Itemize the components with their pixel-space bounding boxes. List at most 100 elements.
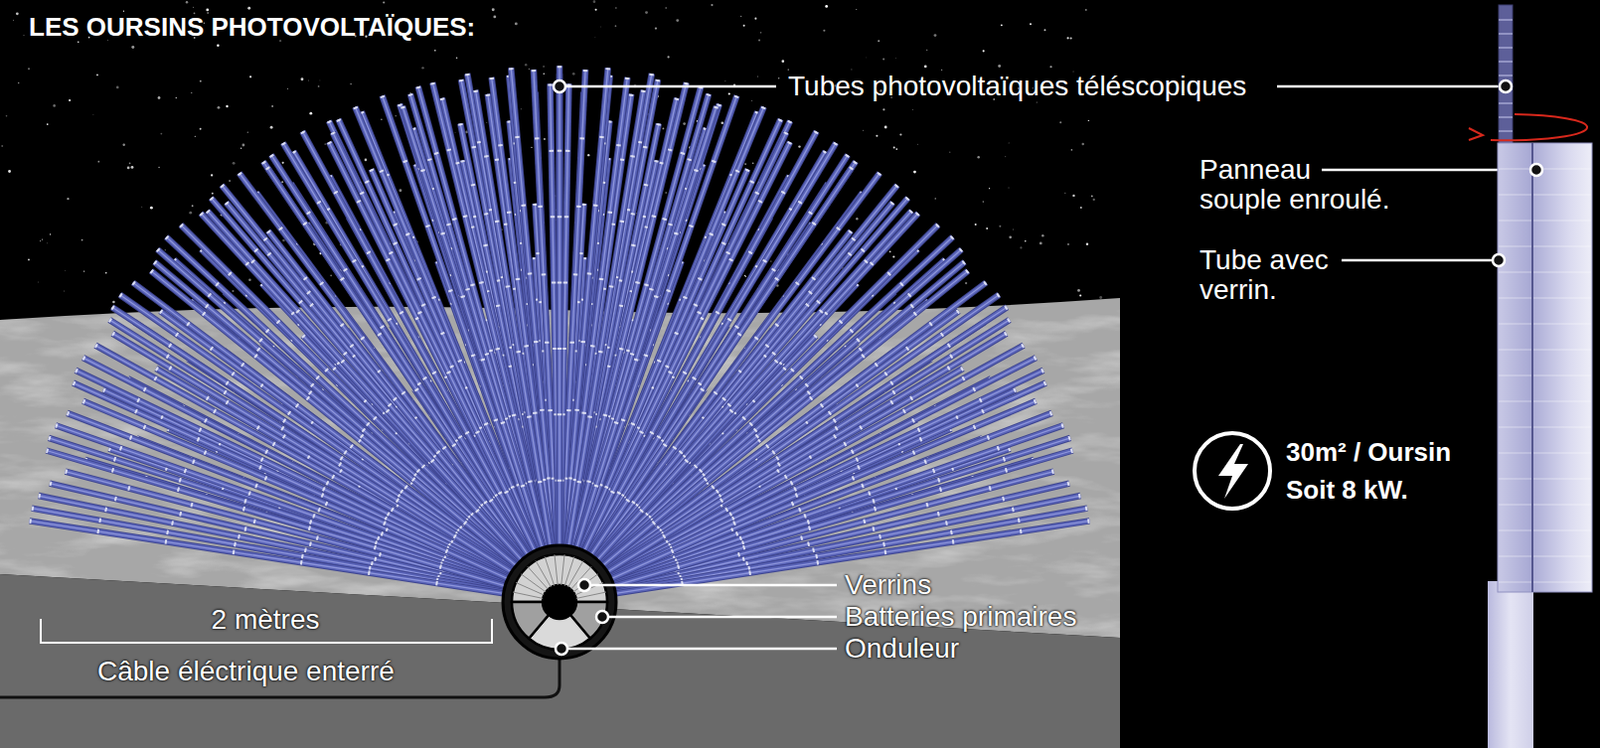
- tube-segment-line: [1498, 47, 1513, 49]
- star: [225, 105, 228, 108]
- pv-tube: [591, 167, 852, 556]
- star: [1067, 243, 1070, 246]
- star: [740, 15, 742, 17]
- star: [131, 45, 135, 49]
- star: [997, 64, 1001, 68]
- tube-highlight: [476, 90, 551, 547]
- leader-lines: [559, 86, 1531, 649]
- star: [594, 36, 597, 39]
- star: [850, 68, 852, 70]
- tube-edge: [591, 167, 852, 556]
- power-figure: Soit 8 kW.: [1285, 476, 1409, 505]
- panel-cell-line: [1498, 582, 1592, 584]
- star: [188, 211, 192, 215]
- star: [63, 290, 66, 293]
- tube-highlight: [73, 383, 508, 580]
- star: [1085, 8, 1088, 11]
- pv-tube: [568, 90, 643, 547]
- star: [282, 239, 285, 242]
- star: [1029, 22, 1032, 25]
- tube-highlight: [558, 65, 560, 546]
- star: [899, 133, 902, 136]
- leader-dot: [1530, 163, 1543, 176]
- star: [644, 10, 648, 14]
- star: [271, 105, 274, 108]
- tube-ring: [591, 167, 852, 556]
- tube-ring: [557, 83, 563, 546]
- panel-cell-line: [1498, 194, 1592, 196]
- star: [398, 188, 402, 192]
- star: [191, 204, 194, 207]
- star: [12, 18, 15, 21]
- star: [758, 38, 761, 41]
- dimension-label: 2 mètres: [116, 605, 415, 637]
- panel-cell-line: [1498, 323, 1592, 325]
- tube-body: [402, 106, 543, 548]
- star: [682, 122, 686, 126]
- star: [1024, 240, 1027, 243]
- star: [194, 136, 196, 138]
- tube-body: [29, 520, 504, 594]
- star: [158, 96, 161, 100]
- lower-tube: [1487, 581, 1534, 748]
- star: [36, 281, 39, 284]
- callout-label: Verrins: [844, 570, 932, 602]
- tube-ring: [207, 210, 522, 560]
- star: [988, 187, 990, 189]
- ground-section: [0, 574, 1120, 748]
- tube-body: [207, 210, 522, 560]
- star: [1004, 156, 1006, 158]
- star: [1039, 241, 1043, 245]
- hub-core: [542, 585, 577, 620]
- star: [524, 63, 527, 66]
- star: [456, 56, 459, 59]
- star: [105, 272, 108, 275]
- star: [1008, 236, 1012, 240]
- star: [615, 6, 618, 9]
- star: [216, 44, 220, 48]
- tube-ring: [402, 106, 543, 548]
- tube-highlight: [207, 210, 522, 560]
- tube-body: [476, 90, 551, 547]
- leader-dot: [553, 80, 566, 93]
- star: [92, 113, 95, 116]
- panel-grid: [1498, 168, 1592, 583]
- star: [600, 25, 603, 28]
- tube-ring: [568, 90, 643, 547]
- star: [127, 166, 131, 170]
- leader-dot: [596, 611, 609, 624]
- star: [894, 57, 897, 60]
- star: [247, 6, 251, 10]
- star: [46, 242, 48, 244]
- star: [112, 301, 116, 305]
- star: [270, 126, 274, 130]
- star: [190, 92, 192, 94]
- star: [1082, 143, 1085, 146]
- buried-cable: [0, 655, 560, 698]
- star: [282, 161, 285, 164]
- tube-segment-line: [1498, 19, 1513, 21]
- star: [454, 131, 457, 134]
- star: [241, 144, 245, 148]
- star: [982, 200, 985, 203]
- star: [301, 77, 305, 81]
- pv-tube: [559, 73, 561, 546]
- pv-tube: [611, 383, 1046, 580]
- panel-cell-line: [1498, 168, 1592, 170]
- callout-label: Panneau souple enroulé.: [1199, 155, 1395, 217]
- star: [964, 282, 967, 285]
- star: [895, 148, 898, 151]
- star: [382, 0, 385, 3]
- star: [492, 15, 496, 19]
- star: [318, 85, 320, 88]
- tube-edge: [603, 262, 965, 567]
- star: [916, 143, 919, 146]
- hub-casing: [502, 545, 617, 659]
- lightning-bolt: [1218, 444, 1249, 499]
- star: [205, 7, 209, 11]
- leader-line: [1277, 85, 1500, 89]
- panel-cell-line: [1498, 479, 1592, 480]
- star: [68, 99, 71, 102]
- star: [743, 24, 746, 27]
- tube-highlight: [267, 167, 528, 556]
